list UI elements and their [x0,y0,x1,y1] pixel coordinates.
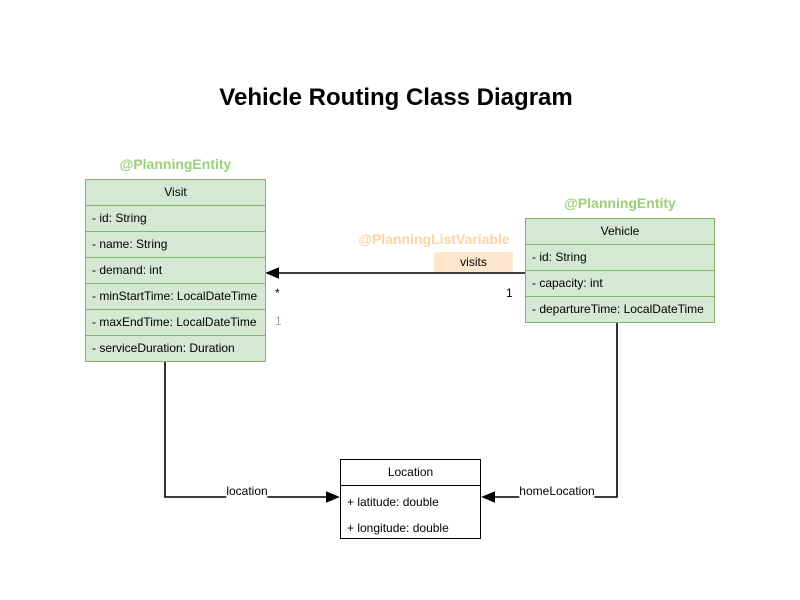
class-location-attributes: + latitude: double + longitude: double [341,485,480,541]
visits-multiplicity-at-visit: * [275,286,280,300]
class-location-name: Location [387,465,434,479]
class-location-attribute: + longitude: double [347,521,449,535]
class-visit-attribute: - demand: int [86,257,265,283]
visits-secondary-multiplicity: 1 [275,314,282,328]
planning-list-variable-annotation: @PlanningListVariable [358,231,510,247]
class-visit: Visit - id: String - name: String - dema… [85,179,266,362]
home-location-edge-label: homeLocation [519,484,595,498]
visits-multiplicity-at-vehicle: 1 [506,286,513,300]
vehicle-planning-entity-annotation: @PlanningEntity [564,195,676,211]
visits-edge-label: visits [434,252,513,272]
class-visit-attribute: - id: String [86,205,265,231]
class-vehicle-attribute: - id: String [526,244,714,270]
home-location-edge [494,322,618,498]
location-edge [164,362,327,498]
class-vehicle: Vehicle - id: String - capacity: int - d… [525,218,715,323]
visits-arrowhead [265,267,279,279]
class-visit-attribute: - maxEndTime: LocalDateTime [86,309,265,335]
home-location-arrowhead [481,491,495,503]
location-arrowhead [326,491,340,503]
class-vehicle-attribute: - capacity: int [526,270,714,296]
class-visit-attribute: - name: String [86,231,265,257]
class-location: Location + latitude: double + longitude:… [340,459,481,539]
class-vehicle-attribute: - departureTime: LocalDateTime [526,296,714,322]
diagram-title: Vehicle Routing Class Diagram [219,84,573,111]
visit-planning-entity-annotation: @PlanningEntity [119,156,232,172]
class-visit-attribute: - serviceDuration: Duration [86,335,265,361]
location-edge-label: location [226,484,268,498]
class-location-attribute: + latitude: double [347,495,439,509]
class-visit-name: Visit [164,185,187,199]
class-vehicle-name: Vehicle [600,224,640,238]
class-visit-attribute: - minStartTime: LocalDateTime [86,283,265,309]
